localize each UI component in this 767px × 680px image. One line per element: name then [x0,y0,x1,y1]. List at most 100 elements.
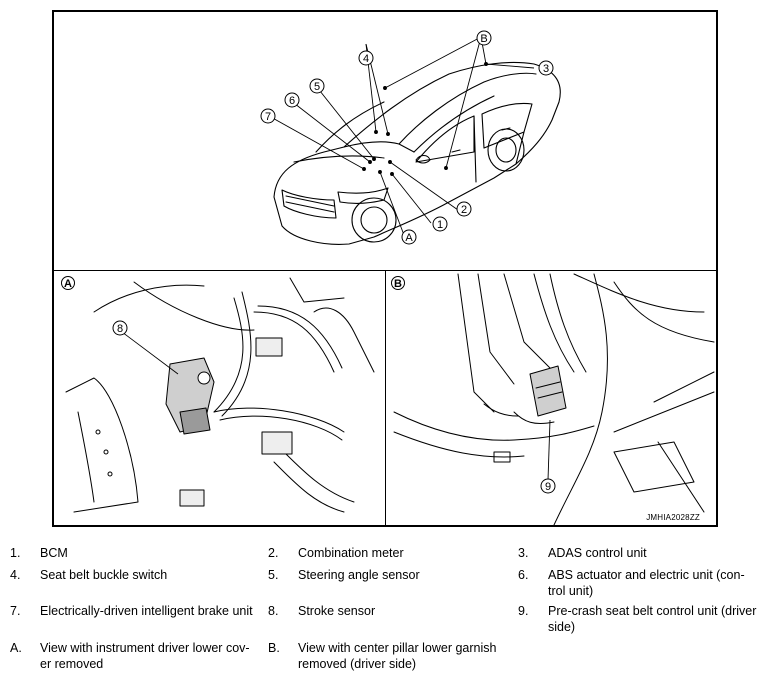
legend-text: Combination meter [298,546,404,560]
legend-num: 1. [10,546,21,560]
stroke-sensor-shaft [197,371,211,385]
svg-text:B: B [480,33,487,45]
legend-text: Pre-crash seat belt control unit (driver [548,604,757,618]
leader-9 [547,419,551,481]
bracket-top [289,277,345,303]
legend-text: Stroke sensor [298,604,376,618]
harness-3 [213,407,345,433]
harness-b2 [483,403,519,417]
harness-1b [221,291,252,417]
callout-5: 5 [309,78,325,94]
legend-text: BCM [40,546,68,560]
door-line-rear [515,131,525,165]
rear-wheel-hub [495,137,517,163]
rear-wheel [487,128,525,172]
connector-2 [255,337,283,357]
seat-side [553,273,608,525]
legend-num: 2. [268,546,279,560]
legend-num: 8. [268,604,279,618]
legend-text: View with center pillar lower garnish [298,641,497,655]
component-location-figure: 4 B 3 5 6 7 2 1 A [52,10,718,527]
pillar-edge-right [477,273,515,385]
legend-text: ADAS control unit [548,546,647,560]
control-unit-body [529,365,567,417]
view-b-illustration [393,273,715,525]
door-line-b-pillar [473,115,477,183]
sill-bottom [393,431,525,458]
svg-text:1: 1 [437,219,443,231]
connector-1 [261,431,293,455]
car-callouts: 4 B 3 5 6 7 2 1 A [260,30,554,245]
harness-4b [273,461,345,513]
bracket-right [313,307,375,373]
legend-num: 9. [518,604,529,618]
svg-text:2: 2 [461,204,467,216]
dash-edge [93,284,205,313]
front-wheel [351,197,397,243]
callout-2: 2 [456,201,472,217]
legend-text: Seat belt buckle switch [40,568,168,582]
pillar-edge-inner [503,273,555,373]
car-illustration [273,61,561,245]
callout-a-top: A [401,229,417,245]
clip-1 [493,451,511,463]
legend-text-cont: side) [548,620,576,634]
svg-text:9: 9 [545,481,551,493]
sill-top [393,411,595,441]
floor-rail [613,371,715,433]
callout-8: 8 [112,320,128,336]
svg-text:6: 6 [289,95,295,107]
a-pillar [413,95,495,153]
legend-text: Electrically-driven intelligent brake un… [40,604,253,618]
svg-text:4: 4 [363,53,369,65]
legend-text-cont: removed (driver side) [298,657,417,671]
callout-4: 4 [358,50,374,66]
rear-side-window [481,102,533,149]
pillar-edge-left [457,273,495,413]
callout-6: 6 [284,92,300,108]
svg-text:A: A [64,278,72,290]
legend-num: 4. [10,568,21,582]
svg-text:5: 5 [314,81,320,93]
panel-b-label: B [391,276,405,290]
legend-text-cont: er removed [40,657,104,671]
connector-3 [179,489,205,507]
brake-pedal-bracket [65,377,139,513]
car-body-outline [273,61,561,245]
svg-text:3: 3 [543,63,549,75]
seatbelt-webbing [533,273,575,373]
illustration-svg: 4 B 3 5 6 7 2 1 A [61,30,715,525]
front-wheel-hub [360,206,388,234]
rail-line [657,441,705,513]
seat-rail [613,441,695,493]
svg-text:8: 8 [117,323,123,335]
legend-text: View with instrument driver lower cov- [40,641,250,655]
seat-curve [613,281,715,343]
harness-2 [253,311,335,373]
legend-num: A. [10,641,22,655]
door-handles [451,127,511,153]
side-mirror [415,154,431,164]
view-a-illustration [65,277,375,513]
panel-divider-vertical [385,270,386,525]
legend-num: 5. [268,568,279,582]
roof-line [398,72,537,145]
hood-crease [315,101,385,153]
control-unit-ribs [535,381,563,399]
svg-text:A: A [405,232,413,244]
svg-text:7: 7 [265,111,271,123]
legend-num: 7. [10,604,21,618]
dash-curve [133,281,255,331]
callout-9: 9 [540,478,556,494]
callout-7: 7 [260,108,276,124]
legend-num: 6. [518,568,529,582]
legend-text: Steering angle sensor [298,568,420,582]
seat-top [573,273,705,313]
car-leader-lines [268,36,535,236]
callout-1: 1 [432,216,448,232]
legend-text: ABS actuator and electric unit (con- [548,568,745,582]
callout-b-top: B [476,30,492,46]
legend-num: B. [268,641,280,655]
grille [281,189,337,219]
stroke-sensor-connector [179,407,211,435]
